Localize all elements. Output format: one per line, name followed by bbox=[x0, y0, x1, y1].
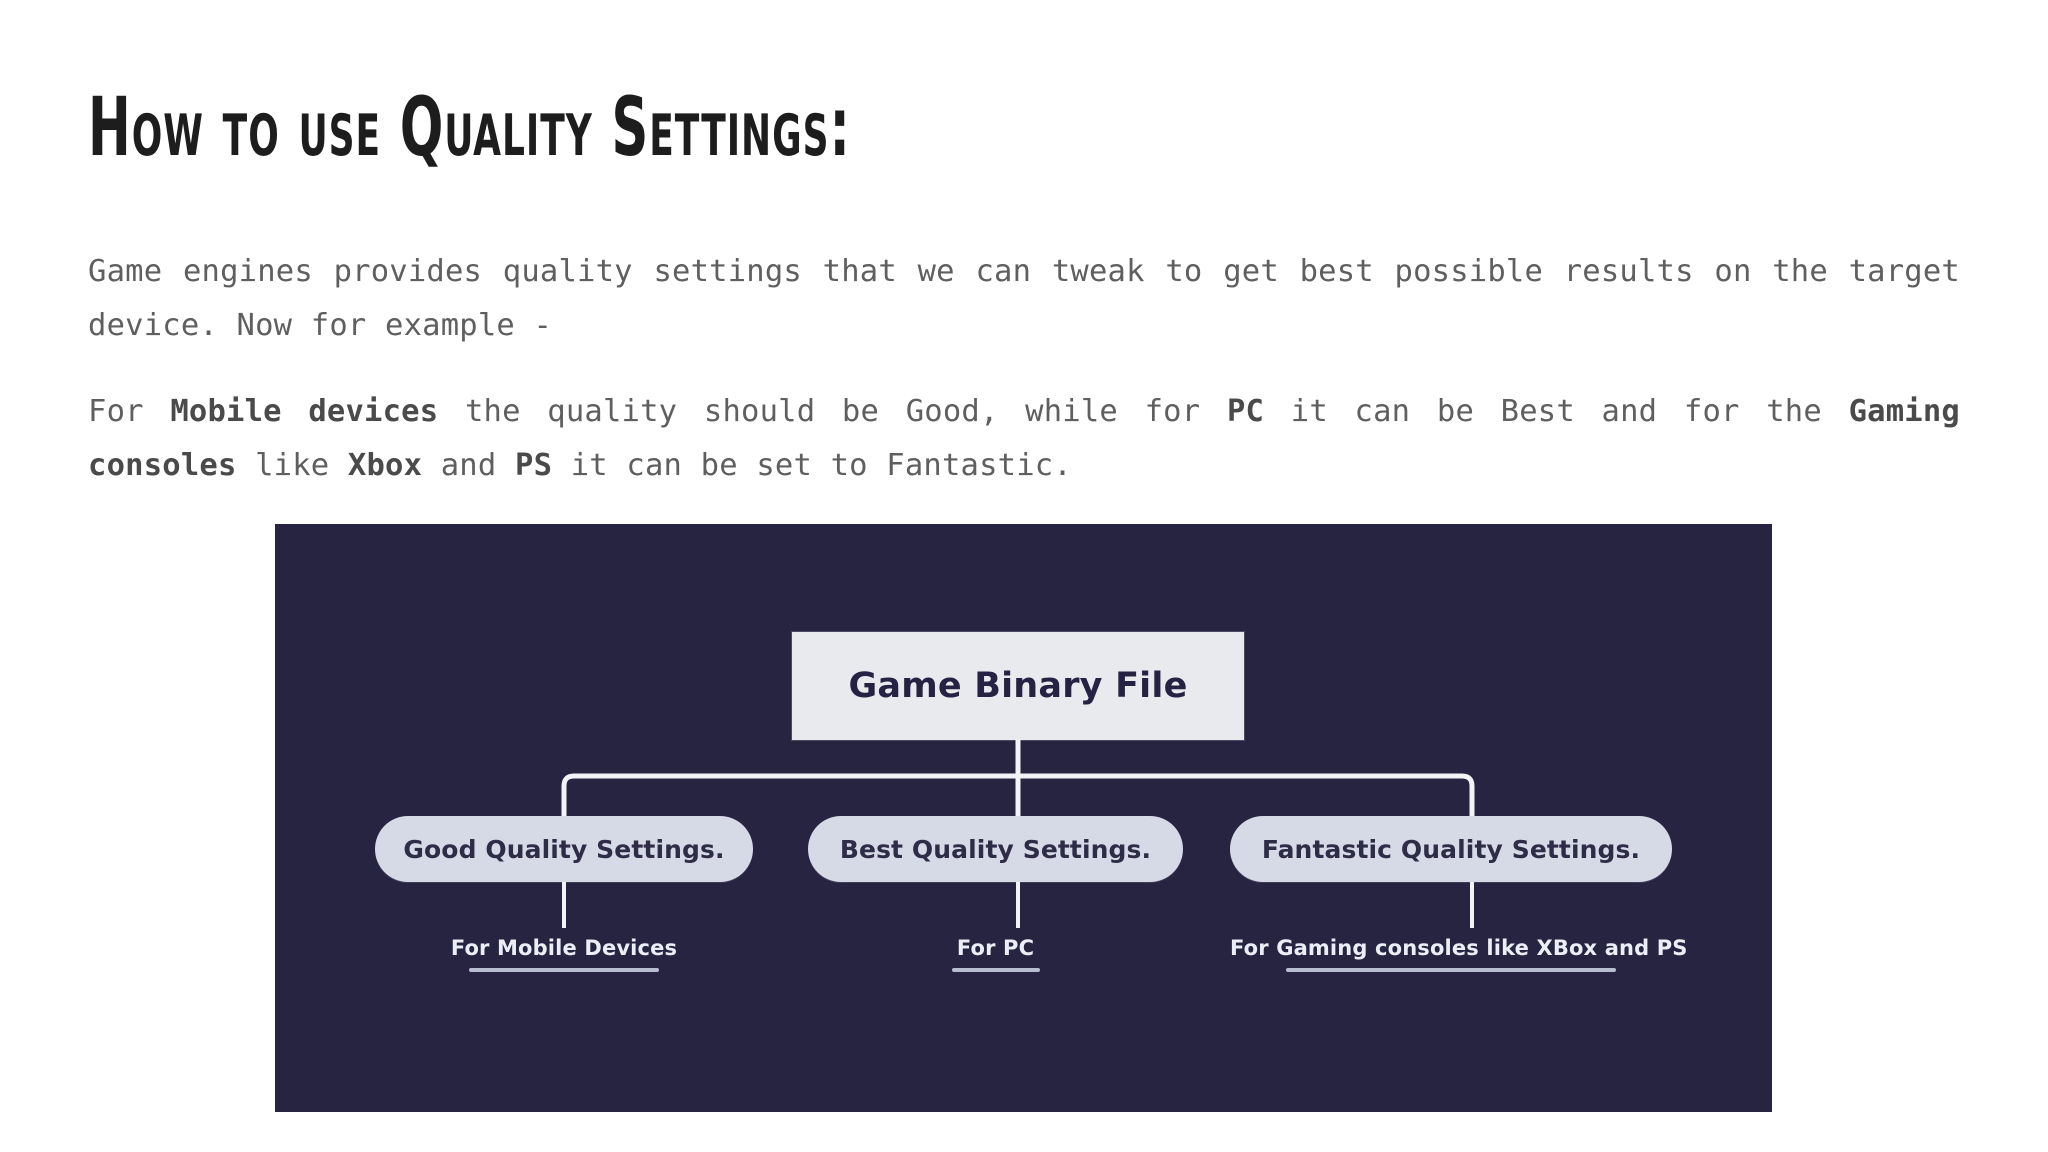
caption-underline bbox=[1286, 968, 1616, 972]
diagram-caption-pc: For PC bbox=[808, 936, 1183, 972]
branch-node-label: Fantastic Quality Settings. bbox=[1261, 834, 1641, 864]
paragraph-text-run: and bbox=[422, 448, 515, 483]
caption-underline bbox=[469, 968, 659, 972]
caption-underline bbox=[951, 968, 1040, 972]
diagram-branch-node-good: Good Quality Settings. bbox=[375, 816, 753, 882]
emphasis-term: Gaming consoles bbox=[88, 394, 1960, 483]
emphasis-term: Mobile devices bbox=[170, 394, 439, 429]
paragraph-text-run: it can be set to Fantastic. bbox=[552, 448, 1072, 483]
paragraph-text-run: For bbox=[88, 394, 171, 429]
diagram-caption-consoles: For Gaming consoles like XBox and PS bbox=[1230, 936, 1688, 972]
paragraph-text-run: it can be Best and for the bbox=[1264, 394, 1849, 429]
diagram-branch-node-best: Best Quality Settings. bbox=[808, 816, 1183, 882]
diagram-branch-row: Good Quality Settings. Best Quality Sett… bbox=[275, 816, 1772, 882]
branch-node-label: Good Quality Settings. bbox=[403, 834, 725, 864]
emphasis-term: Xbox bbox=[347, 448, 423, 483]
caption-label: For PC bbox=[956, 936, 1035, 960]
device-quality-paragraph: For Mobile devices the quality should be… bbox=[88, 385, 1960, 493]
paragraph-text-run: the quality should be Good, while for bbox=[438, 394, 1227, 429]
root-node-label: Game Binary File bbox=[848, 666, 1188, 706]
caption-label: For Gaming consoles like XBox and PS bbox=[1230, 936, 1688, 960]
paragraph-1-text: Game engines provides quality settings t… bbox=[88, 254, 1960, 343]
quality-settings-diagram: Game Binary File Good Quality Settings. … bbox=[275, 524, 1772, 1112]
page-title: How to use Quality Settings: bbox=[88, 79, 851, 175]
emphasis-term: PS bbox=[515, 448, 553, 483]
diagram-branch-node-fantastic: Fantastic Quality Settings. bbox=[1230, 816, 1672, 882]
intro-paragraph: Game engines provides quality settings t… bbox=[88, 245, 1960, 353]
caption-label: For Mobile Devices bbox=[450, 936, 678, 960]
diagram-root-node: Game Binary File bbox=[792, 632, 1244, 740]
diagram-caption-mobile: For Mobile Devices bbox=[375, 936, 753, 972]
paragraph-text-run: like bbox=[236, 448, 348, 483]
branch-node-label: Best Quality Settings. bbox=[839, 834, 1152, 864]
emphasis-term: PC bbox=[1226, 394, 1265, 429]
